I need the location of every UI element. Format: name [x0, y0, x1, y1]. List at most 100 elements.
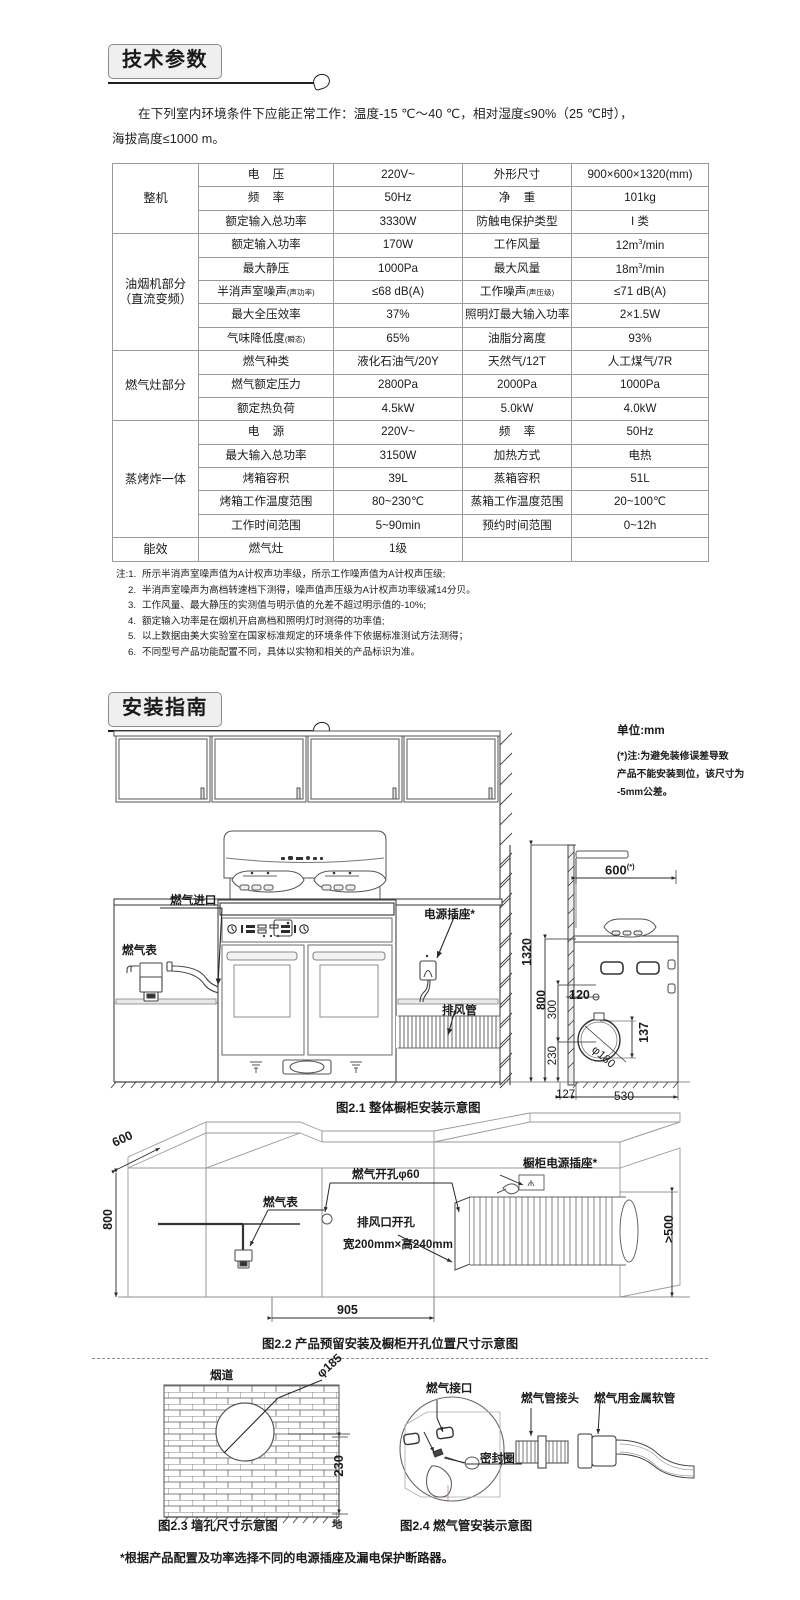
cell-1-4-c3: 油脂分离度 [462, 326, 572, 352]
label-gas-port: 燃气接口 [426, 1382, 473, 1395]
cell-4-0-c4 [571, 537, 709, 562]
unit-label: 单位:mm [617, 724, 665, 737]
cell-2-0-c4: 人工煤气/7R [571, 350, 709, 375]
cell-1-2-c4: ≤71 dB(A) [571, 279, 709, 305]
note-item: 注:1. 所示半消声室噪声值为A计权声功率级，所示工作噪声值为A计权声压级; [116, 567, 586, 583]
cell-2-2-c4: 4.0kW [571, 396, 709, 422]
dim-127: 127 [556, 1089, 576, 1101]
label-gas-inlet: 燃气进口 [170, 894, 217, 907]
cell-2-1-c1: 燃气额定压力 [198, 373, 334, 398]
dim-530: 530 [614, 1089, 635, 1103]
label-vent-hole-line2: 宽200mm×高240mm [343, 1238, 453, 1251]
spec-notes: 注:1. 所示半消声室噪声值为A计权声功率级，所示工作噪声值为A计权声压级; 2… [116, 567, 586, 660]
note-prefix: 注:1. [116, 569, 137, 580]
label-metal-hose: 燃气用金属软管 [594, 1392, 676, 1405]
note-item: 2. 半消声室噪声为高档转速档下测得，噪声值声压级为A计权声功率级减14分贝。 [116, 583, 586, 599]
heading-rule [108, 82, 323, 84]
cell-2-0-c1: 燃气种类 [198, 350, 334, 375]
cell-2-2-c1: 额定热负荷 [198, 396, 334, 422]
figure-2-4-caption: 图2.4 燃气管安装示意图 [400, 1519, 533, 1533]
cell-0-2-c4: I 类 [571, 209, 709, 235]
cell-2-0-c3: 天然气/12T [462, 350, 572, 375]
figure-2-2-caption: 图2.2 产品预留安装及橱柜开孔位置尺寸示意图 [262, 1337, 519, 1351]
note-number: 4. [128, 615, 137, 627]
cell-1-2-c1: 半消声室噪声(声功率) [198, 279, 334, 305]
label-gas-hole: 燃气开孔φ60 [352, 1168, 420, 1181]
group-label-3: 蒸烤炸一体 [112, 420, 199, 539]
cell-3-1-c3: 加热方式 [462, 443, 572, 469]
note-text: 半消声室噪声为高档转速档下测得，噪声值声压级为A计权声功率级减14分贝。 [142, 584, 476, 596]
table-row: 气味降低度(瞬态) 65% 油脂分离度 93% [113, 326, 709, 352]
table-row: 频 率 50Hz 净 重 101kg [113, 186, 709, 211]
dim-137: 137 [637, 1022, 651, 1043]
section-divider [92, 1358, 708, 1359]
cell-1-0-c1: 额定输入功率 [198, 233, 334, 258]
cell-3-0-c2: 220V~ [333, 420, 463, 445]
intro-paragraph: 在下列室内环境条件下应能正常工作：温度-15 ℃～40 ℃，相对湿度≤90%（2… [112, 102, 712, 151]
cell-3-1-c4: 电热 [571, 443, 709, 469]
dim-230: 230 [547, 1046, 559, 1066]
cell-2-1-c3: 2000Pa [462, 373, 572, 398]
cell-1-4-c1: 气味降低度(瞬态) [198, 326, 334, 352]
table-row: 最大输入总功率 3150W 加热方式 电热 [113, 443, 709, 469]
cell-3-4-c3: 预约时间范围 [462, 513, 572, 539]
spec-section-heading: 技术参数 [108, 44, 368, 92]
note-text: 不同型号产品功能配置不同，具体以实物和相关的产品标识为准。 [142, 646, 421, 658]
dim-120: 120 [569, 988, 590, 1002]
table-row: 能效 燃气灶 1级 [112, 537, 709, 562]
cell-3-2-c2: 39L [333, 467, 463, 492]
cell-2-2-c3: 5.0kW [462, 396, 572, 422]
note-text: 额定输入功率是在烟机开启高档和照明灯时测得的功率值; [142, 615, 385, 627]
cell-3-1-c2: 3150W [333, 443, 463, 469]
spec-heading-label: 技术参数 [108, 44, 222, 79]
cell-0-1-c3: 净 重 [498, 191, 541, 205]
note-number: 2. [128, 584, 137, 596]
label-exhaust-pipe: 排风管 [442, 1004, 477, 1017]
intro-line-1: 在下列室内环境条件下应能正常工作：温度-15 ℃～40 ℃，相对湿度≤90%（2… [138, 107, 633, 121]
figure-2-1-caption: 图2.1 整体橱柜安装示意图 [336, 1101, 481, 1115]
install-heading-label: 安装指南 [108, 692, 222, 727]
spec-table: 整机 电 压 220V~ 外形尺寸 900×600×1320(mm) 频 率 5… [112, 162, 709, 562]
label-vent-hole-line1: 排风口开孔 [357, 1216, 415, 1229]
note-item: 5. 以上数据由美大实验室在国家标准规定的环境条件下依据标准测试方法测得； [116, 629, 586, 645]
note-item: 4. 额定输入功率是在烟机开启高档和照明灯时测得的功率值; [116, 614, 586, 630]
group-label-4: 能效 [112, 537, 199, 562]
cell-2-1-c4: 1000Pa [571, 373, 709, 398]
cell-0-2-c3: 防触电保护类型 [462, 209, 572, 235]
cell-1-0-c4: 12m3/min [571, 233, 709, 258]
dim-600: 600(*) [605, 862, 635, 878]
cell-1-1-c1: 最大静压 [198, 256, 334, 281]
label-pipe-joint: 燃气管接头 [521, 1392, 579, 1405]
cell-2-0-c2: 液化石油气/20Y [333, 350, 463, 375]
tolerance-line-3: -5mm公差。 [617, 787, 673, 799]
label-flue: 烟道 [210, 1369, 234, 1382]
table-row: 最大全压效率 37% 照明灯最大输入功率 2×1.5W [113, 303, 709, 328]
dim-gt-500: >500 [662, 1215, 676, 1244]
cell-3-2-c3: 蒸箱容积 [462, 467, 572, 492]
cell-1-1-c4: 18m3/min [571, 256, 709, 281]
dim-1320: 1320 [520, 938, 534, 966]
cell-1-4-c2: 65% [333, 326, 463, 352]
cell-0-1-c4: 101kg [571, 186, 709, 211]
dim-300: 300 [547, 1000, 559, 1020]
cell-1-4-c4: 93% [571, 326, 709, 352]
table-row: 烤箱容积 39L 蒸箱容积 51L [113, 467, 709, 492]
cell-3-2-c4: 51L [571, 467, 709, 492]
cell-1-0-c2: 170W [333, 233, 463, 258]
cell-1-1-c2: 1000Pa [333, 256, 463, 281]
cell-3-3-c1: 烤箱工作温度范围 [198, 490, 334, 515]
note-text: 所示半消声室噪声值为A计权声功率级，所示工作噪声值为A计权声压级; [142, 569, 446, 580]
tolerance-line-1: (*)注:为避免装修误差导致 [617, 751, 729, 762]
table-row: 工作时间范围 5~90min 预约时间范围 0~12h [113, 513, 709, 539]
cell-2-1-c2: 2800Pa [333, 373, 463, 398]
table-row: 额定输入总功率 3330W 防触电保护类型 I 类 [113, 209, 709, 235]
table-row: 油烟机部分（直流变频） 额定输入功率 170W 工作风量 12m3/min [112, 233, 709, 352]
cell-1-0-c3: 工作风量 [462, 233, 572, 258]
cell-1-2-c2: ≤68 dB(A) [333, 279, 463, 305]
cell-3-0-c3: 频 率 [498, 425, 541, 439]
group-label-2: 燃气灶部分 [112, 350, 199, 422]
table-row: 燃气额定压力 2800Pa 2000Pa 1000Pa [113, 373, 709, 398]
intro-line-2: 海拔高度≤1000 m。 [112, 131, 226, 146]
